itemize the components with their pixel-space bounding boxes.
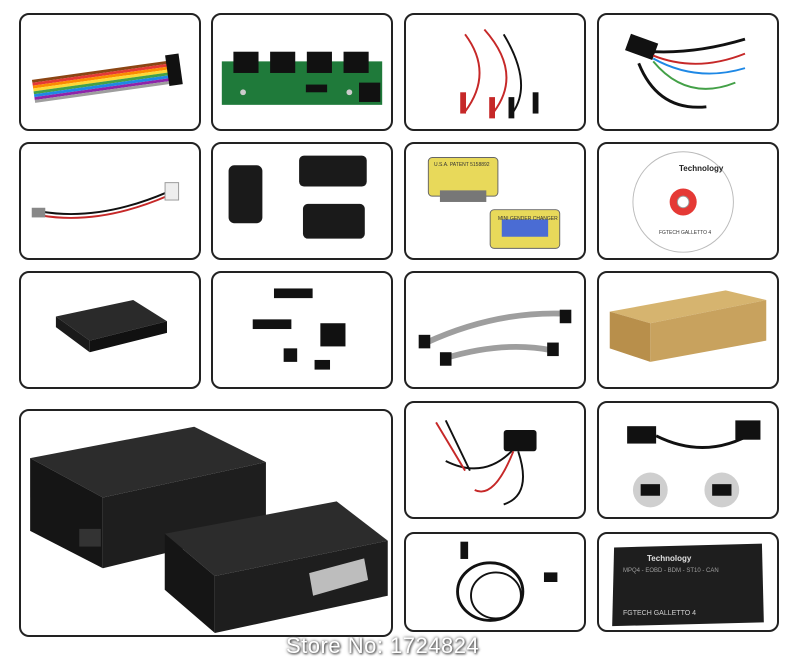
obd-adapters-image <box>228 155 367 239</box>
tile-ribbon-jumpers[interactable] <box>404 271 586 389</box>
cd-brand-label: Technology <box>679 164 724 173</box>
shipping-box-image <box>609 290 767 362</box>
main-device-image <box>30 426 388 634</box>
device-model-label: FGTECH GALLETTO 4 <box>623 610 696 617</box>
tile-usb-cable[interactable] <box>404 532 586 632</box>
tile-shipping-box[interactable] <box>597 271 779 389</box>
store-watermark: Store No: 1724824 <box>286 633 480 658</box>
ribbon-cable-image <box>31 53 183 103</box>
tile-multi-wire-harness[interactable] <box>597 13 779 131</box>
pin-headers-image <box>252 288 346 370</box>
ribbon-jumpers-image <box>418 309 572 366</box>
tile-software-cd[interactable]: Technology FGTECH GALLETTO 4 <box>597 142 779 260</box>
tile-galletto-device[interactable]: Technology MPQ4 - EOBD - BDM - ST10 - CA… <box>597 532 779 632</box>
tile-obd-adapters[interactable] <box>211 142 393 260</box>
adapter-label-line1: U.S.A. PATENT 5158892 <box>434 162 490 168</box>
cd-caption-label: FGTECH GALLETTO 4 <box>659 230 712 236</box>
switch-cable-image <box>31 182 180 219</box>
tile-switch-cable[interactable] <box>19 142 201 260</box>
tile-pin-headers[interactable] <box>211 271 393 389</box>
tile-ribbon-cable[interactable] <box>19 13 201 131</box>
wire-harness-image <box>625 33 746 109</box>
gender-changers-image <box>427 157 561 249</box>
probe-cables-image <box>460 28 539 119</box>
obd-probe-cable-image <box>435 419 537 506</box>
galletto-device-image <box>612 543 764 627</box>
software-cd-image <box>632 151 734 253</box>
tile-small-device[interactable] <box>19 271 201 389</box>
usb-cable-image <box>456 541 558 622</box>
tile-obd-cable-probes[interactable] <box>404 401 586 519</box>
device-spec-label: MPQ4 - EOBD - BDM - ST10 - CAN <box>623 568 719 574</box>
pcb-board-image <box>221 51 383 105</box>
tile-main-device[interactable] <box>19 409 393 637</box>
tile-obd-main-cable[interactable] <box>597 401 779 519</box>
tile-pcb-board[interactable] <box>211 13 393 131</box>
tile-gender-changers[interactable]: U.S.A. PATENT 5158892 MINI GENDER CHANGE… <box>404 142 586 260</box>
small-device-image <box>55 300 168 353</box>
obd-main-cable-image <box>627 420 761 508</box>
adapter-label-line2: MINI GENDER CHANGER <box>498 216 558 222</box>
device-brand-label: Technology <box>647 554 692 563</box>
tile-probe-cables[interactable] <box>404 13 586 131</box>
